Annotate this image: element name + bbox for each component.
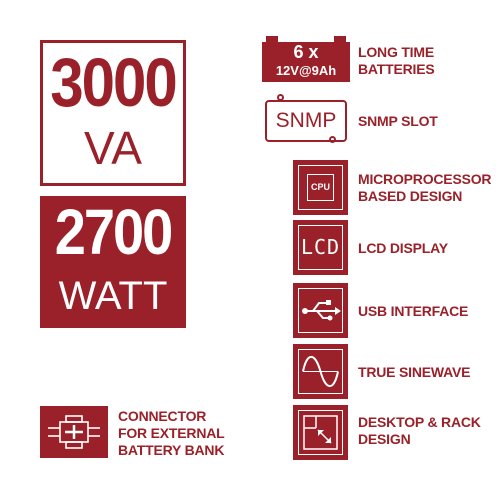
lcd-icon: LCD (293, 220, 348, 275)
va-box: 3000 VA (40, 40, 186, 186)
va-value: 3000 (50, 43, 177, 121)
batteries-label: LONG TIME BATTERIES (358, 44, 435, 77)
lcd-label: LCD DISPLAY (358, 240, 448, 256)
cpu-icon: CPU (293, 160, 348, 215)
sine-label: TRUE SINEWAVE (358, 364, 471, 380)
va-unit: VA (84, 122, 142, 174)
snmp-label: SNMP SLOT (358, 113, 438, 129)
rack-icon (293, 405, 348, 460)
watt-value: 2700 (54, 195, 174, 268)
sinewave-icon (293, 344, 348, 399)
usb-icon (293, 283, 348, 338)
watt-box: 2700 WATT (40, 196, 186, 328)
snmp-icon-text: SNMP (275, 109, 337, 132)
battery-spec: 12V@9Ah (275, 63, 337, 78)
snmp-icon: SNMP (265, 94, 347, 143)
connector-icon (40, 406, 108, 458)
cpu-icon-text: CPU (310, 182, 330, 192)
battery-count: 6 x (293, 42, 319, 62)
usb-label: USB INTERFACE (358, 303, 469, 319)
lcd-icon-text: LCD (300, 235, 341, 259)
watt-unit: WATT (58, 274, 168, 318)
rack-label: DESKTOP & RACK DESIGN (358, 414, 481, 447)
connector-label: CONNECTOR FOR EXTERNAL BATTERY BANK (118, 408, 225, 458)
battery-icon: 6 x 12V@9Ah (262, 36, 350, 82)
cpu-label: MICROPROCESSOR BASED DESIGN (358, 171, 492, 204)
